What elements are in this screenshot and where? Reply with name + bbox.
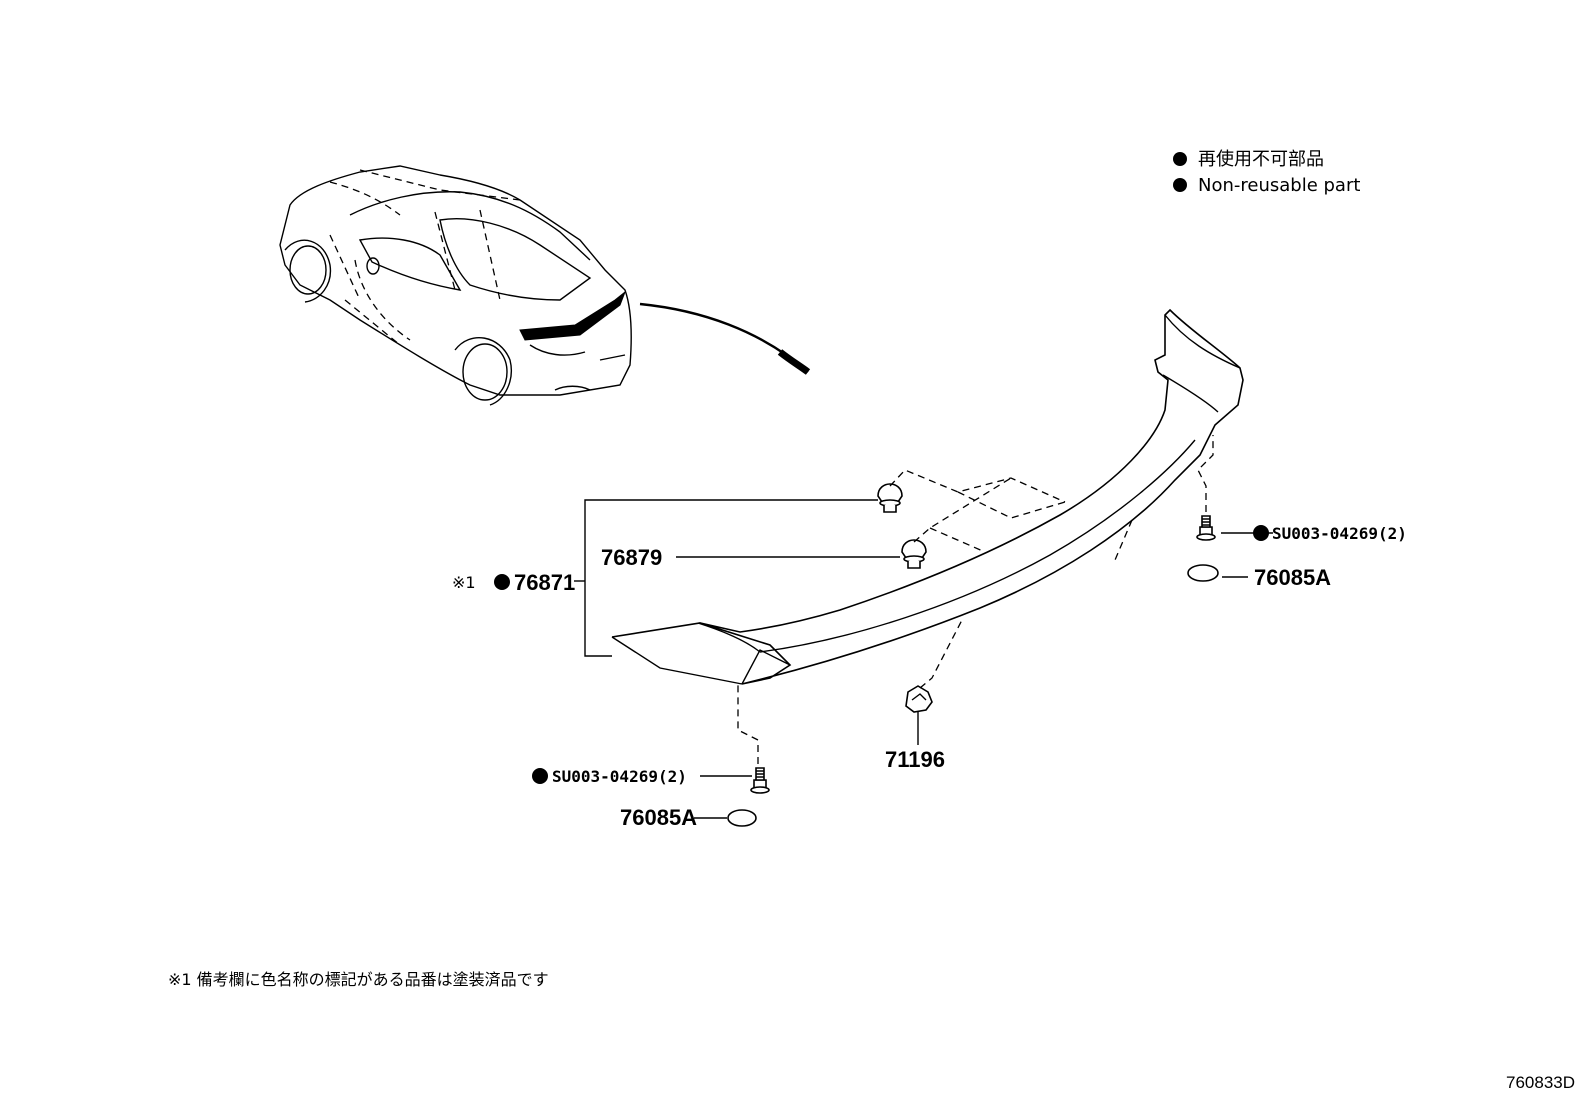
cap-left [727, 809, 757, 827]
non-reusable-dot-icon [1253, 525, 1269, 541]
legend: 再使用不可部品 Non-reusable part [1173, 149, 1360, 196]
screw-right [1196, 515, 1216, 541]
legend-en: Non-reusable part [1198, 175, 1360, 196]
footnote: ※1 備考欄に色名称の標記がある品番は塗装済品です [168, 970, 549, 989]
callout-assembly: 76871 [514, 570, 575, 595]
non-reusable-dot-icon [1173, 178, 1187, 192]
clip-71196 [905, 685, 933, 713]
non-reusable-dot-icon [532, 768, 548, 784]
assembly-bracket [584, 499, 878, 657]
legend-jp: 再使用不可部品 [1198, 149, 1324, 170]
cap-right [1187, 564, 1219, 582]
clip-76879-mid [901, 539, 927, 569]
callout-screw-right: SU003-04269(2) [1272, 524, 1407, 543]
callout-cap-left: 76085A [620, 805, 697, 830]
diagram-code: 760833D [1506, 1073, 1575, 1092]
rear-spoiler [611, 308, 1244, 685]
car-illustration [279, 165, 632, 406]
clip-76879-top [877, 483, 903, 513]
callout-cap-right: 76085A [1254, 565, 1331, 590]
non-reusable-dot-icon [494, 574, 510, 590]
non-reusable-dot-icon [1173, 152, 1187, 166]
car-leader-line [639, 302, 809, 373]
callout-clip-upper: 76879 [601, 545, 662, 570]
assembly-prefix: ※1 [452, 573, 476, 592]
callout-clip-lower: 71196 [885, 747, 945, 772]
screw-left [750, 767, 770, 794]
callout-screw-left: SU003-04269(2) [552, 767, 687, 786]
